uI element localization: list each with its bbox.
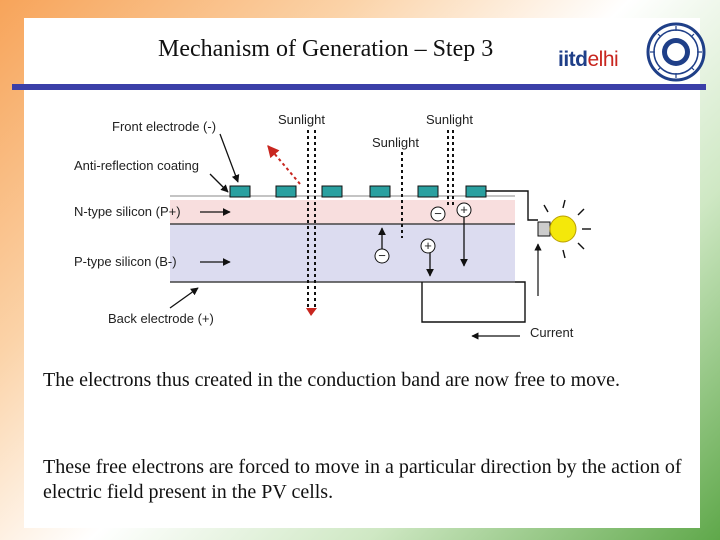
label-sunlight-1: Sunlight xyxy=(278,112,325,127)
label-sunlight-2: Sunlight xyxy=(372,135,419,150)
svg-text:+: + xyxy=(460,202,468,217)
svg-text:−: − xyxy=(378,248,386,263)
sunlight-arrowhead xyxy=(306,308,317,316)
minus-charge-2: − xyxy=(374,248,390,264)
label-n-type: N-type silicon (P+) xyxy=(74,204,181,219)
plus-charge-1: + xyxy=(456,202,472,218)
front-electrodes xyxy=(229,185,487,198)
label-anti-reflection: Anti-reflection coating xyxy=(74,158,199,173)
svg-text:+: + xyxy=(424,238,432,253)
light-bulb-icon xyxy=(537,199,591,259)
slide-title: Mechanism of Generation – Step 3 xyxy=(158,36,494,62)
minus-charge-1: − xyxy=(430,206,446,222)
label-front-electrode: Front electrode (-) xyxy=(112,119,216,134)
circuit-wire-top xyxy=(486,190,538,221)
svg-text:−: − xyxy=(434,206,442,221)
logo-suffix: elhi xyxy=(587,48,619,71)
paragraph-1: The electrons thus created in the conduc… xyxy=(43,369,621,391)
reflected-ray xyxy=(267,145,301,185)
paragraph-2: These free electrons are forced to move … xyxy=(43,456,682,503)
label-current: Current xyxy=(530,325,574,340)
circuit-wire-bottom xyxy=(421,281,526,323)
solar-cell-diagram: − + − + Front electrode (-) Anti-reflect… xyxy=(74,112,591,340)
label-sunlight-3: Sunlight xyxy=(426,112,473,127)
plus-charge-2: + xyxy=(420,238,436,254)
label-back-electrode: Back electrode (+) xyxy=(108,311,214,326)
label-p-type: P-type silicon (B-) xyxy=(74,254,177,269)
iitd-logo: iitdelhi xyxy=(558,48,619,72)
logo-prefix: iitd xyxy=(558,48,588,71)
iitd-emblem-icon xyxy=(646,22,706,82)
p-type-layer xyxy=(170,224,515,282)
title-rule xyxy=(12,84,706,90)
